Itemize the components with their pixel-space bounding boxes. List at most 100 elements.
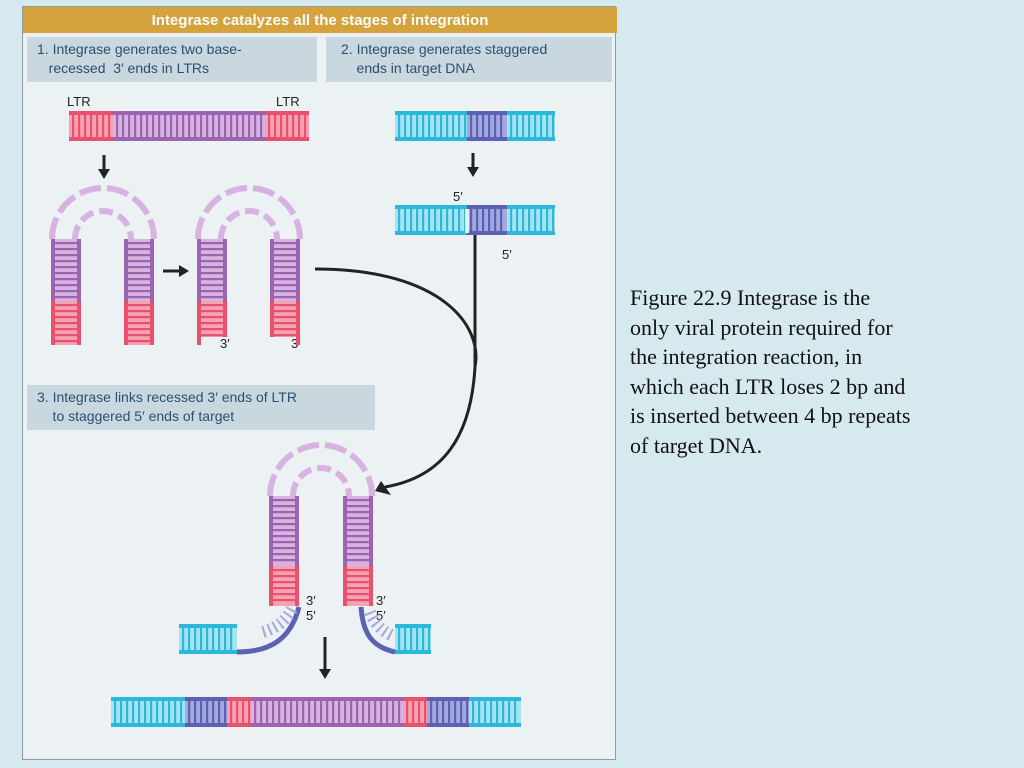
- base-pair: [278, 701, 281, 723]
- base-pair: [126, 701, 129, 723]
- dna-fill: [274, 301, 296, 337]
- dna-backbone: [227, 723, 251, 727]
- integrated-provirus: [111, 697, 521, 727]
- base-pair: [170, 115, 173, 137]
- base-pair: [274, 260, 296, 263]
- dna-backbone: [507, 231, 555, 235]
- base-pair: [174, 701, 177, 723]
- base-pair: [347, 517, 369, 520]
- base-pair: [248, 701, 251, 723]
- base-pair: [128, 242, 150, 245]
- base-pair: [206, 115, 209, 137]
- base-pair: [478, 701, 481, 723]
- base-pair: [188, 701, 191, 723]
- base-pair: [314, 701, 317, 723]
- base-pair: [404, 115, 407, 137]
- base-pair: [108, 115, 111, 137]
- dna-backbone: [69, 137, 113, 141]
- base-pair: [540, 209, 543, 231]
- base-pair: [254, 115, 257, 137]
- dna-backbone: [403, 697, 427, 701]
- base-pair: [140, 115, 143, 137]
- base-pair: [128, 254, 150, 257]
- base-pair: [552, 115, 555, 137]
- dna-backbone: [113, 111, 265, 115]
- base-pair: [128, 340, 150, 343]
- dna-backbone: [403, 723, 427, 727]
- dna-backbone: [227, 697, 251, 701]
- base-pair: [522, 209, 525, 231]
- base-pair: [448, 701, 451, 723]
- base-pair: [212, 115, 215, 137]
- step1-box: [27, 37, 317, 82]
- ltr-left-label: LTR: [67, 94, 91, 109]
- three-prime-label: 3′: [220, 336, 230, 351]
- base-pair: [164, 115, 167, 137]
- dna-backbone: [113, 137, 265, 141]
- viral-dna-linear: [69, 111, 309, 141]
- base-pair: [254, 701, 257, 723]
- ltr-right-label: LTR: [276, 94, 300, 109]
- base-pair: [470, 209, 473, 231]
- base-pair: [230, 628, 233, 650]
- base-pair: [273, 511, 295, 514]
- base-pair: [274, 115, 277, 137]
- down-arrow: [98, 155, 110, 179]
- base-pair: [55, 334, 77, 337]
- base-pair: [452, 209, 455, 231]
- down-arrow: [319, 637, 331, 679]
- base-pair: [522, 115, 525, 137]
- base-pair: [102, 115, 105, 137]
- dna-backbone: [251, 723, 403, 727]
- base-pair: [128, 310, 150, 313]
- base-pair: [430, 701, 433, 723]
- base-pair: [55, 310, 77, 313]
- arch-inner-strand: [218, 208, 280, 240]
- base-pair: [516, 115, 519, 137]
- base-pair: [128, 316, 150, 319]
- target-left-half: [179, 624, 237, 654]
- viral-dna-loop-joined: [267, 442, 375, 497]
- dna-backbone: [507, 205, 555, 209]
- base-pair: [344, 701, 347, 723]
- base-pair: [362, 701, 365, 723]
- caption-line: only viral protein required for: [630, 314, 893, 340]
- base-pair: [273, 559, 295, 562]
- base-pair: [128, 272, 150, 275]
- repeat-strand: [358, 606, 396, 655]
- dna-backbone: [179, 624, 237, 628]
- base-pair: [55, 304, 77, 307]
- base-pair: [266, 701, 269, 723]
- base-pair: [194, 701, 197, 723]
- base-pair: [55, 254, 77, 257]
- target-dna: [395, 111, 555, 141]
- base-pair: [434, 115, 437, 137]
- base-pair: [508, 701, 511, 723]
- dna-backbone: [51, 301, 55, 345]
- step2-box: [326, 37, 612, 82]
- base-pair: [55, 340, 77, 343]
- arrow-head: [98, 169, 110, 179]
- base-pair: [212, 701, 215, 723]
- base-pair: [90, 115, 93, 137]
- base-pair: [546, 115, 549, 137]
- base-pair: [347, 547, 369, 550]
- dna-backbone: [179, 650, 237, 654]
- base-pair: [242, 701, 245, 723]
- base-pair: [436, 701, 439, 723]
- base-pair: [273, 593, 295, 596]
- base-pair: [347, 559, 369, 562]
- base-pair: [144, 701, 147, 723]
- base-pair: [201, 310, 223, 313]
- base-pair: [201, 304, 223, 307]
- base-pair: [274, 310, 296, 313]
- base-pair: [55, 248, 77, 251]
- joined-left-arm: [269, 496, 299, 606]
- dna-fill: [507, 115, 555, 137]
- base-pair: [534, 115, 537, 137]
- base-pair: [490, 701, 493, 723]
- dna-fill: [395, 628, 431, 650]
- base-pair: [347, 529, 369, 532]
- caption-line: the integration reaction, in: [630, 344, 863, 369]
- base-pair: [528, 209, 531, 231]
